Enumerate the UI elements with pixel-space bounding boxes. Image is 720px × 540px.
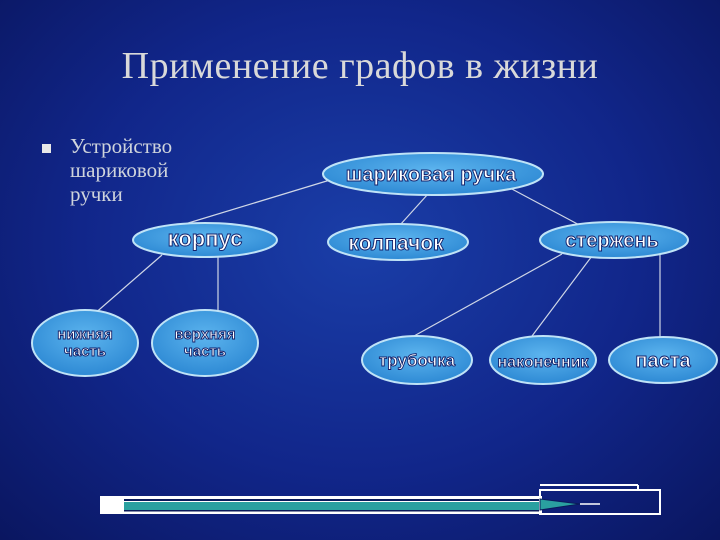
node-root-label: шариковая ручка — [346, 164, 517, 186]
bullet-text: Устройство шариковой ручки — [70, 134, 173, 206]
node-sterzhen-label: стержень — [565, 230, 658, 252]
node-korpus-label: корпус — [168, 226, 243, 251]
node-pasta-label: паста — [635, 350, 691, 372]
node-verkhnyaya-label-2: часть — [184, 343, 226, 360]
graph-edges — [84, 179, 661, 338]
node-pasta: паста — [608, 336, 718, 384]
node-root: шариковая ручка — [322, 152, 544, 196]
node-trubochka-label: трубочка — [379, 351, 456, 370]
node-verkhnyaya-chast: верхняя часть — [151, 309, 259, 377]
node-kolpachok: колпачок — [327, 223, 469, 261]
edge-root-kolpachok — [399, 193, 429, 226]
slide-title: Применение графов в жизни — [121, 45, 599, 87]
edge-root-korpus — [184, 179, 331, 225]
edge-root-sterzhen — [509, 187, 586, 229]
node-nakonechnik-label: наконечник — [497, 354, 589, 371]
node-sterzhen: стержень — [539, 221, 689, 259]
node-kolpachok-label: колпачок — [348, 232, 444, 255]
edge-sterzhen-trubochka — [413, 253, 563, 337]
bullet-square-icon — [42, 144, 51, 153]
node-nizhnyaya-chast: нижняя часть — [31, 309, 139, 377]
node-trubochka: трубочка — [361, 335, 473, 385]
node-nizhnyaya-label-1: нижняя — [57, 326, 112, 343]
node-nakonechnik: наконечник — [489, 335, 597, 385]
edge-sterzhen-nakonechnik — [531, 255, 593, 337]
node-verkhnyaya-label-1: верхняя — [174, 326, 235, 343]
node-nizhnyaya-label-2: часть — [64, 343, 106, 360]
node-korpus: корпус — [132, 222, 278, 258]
